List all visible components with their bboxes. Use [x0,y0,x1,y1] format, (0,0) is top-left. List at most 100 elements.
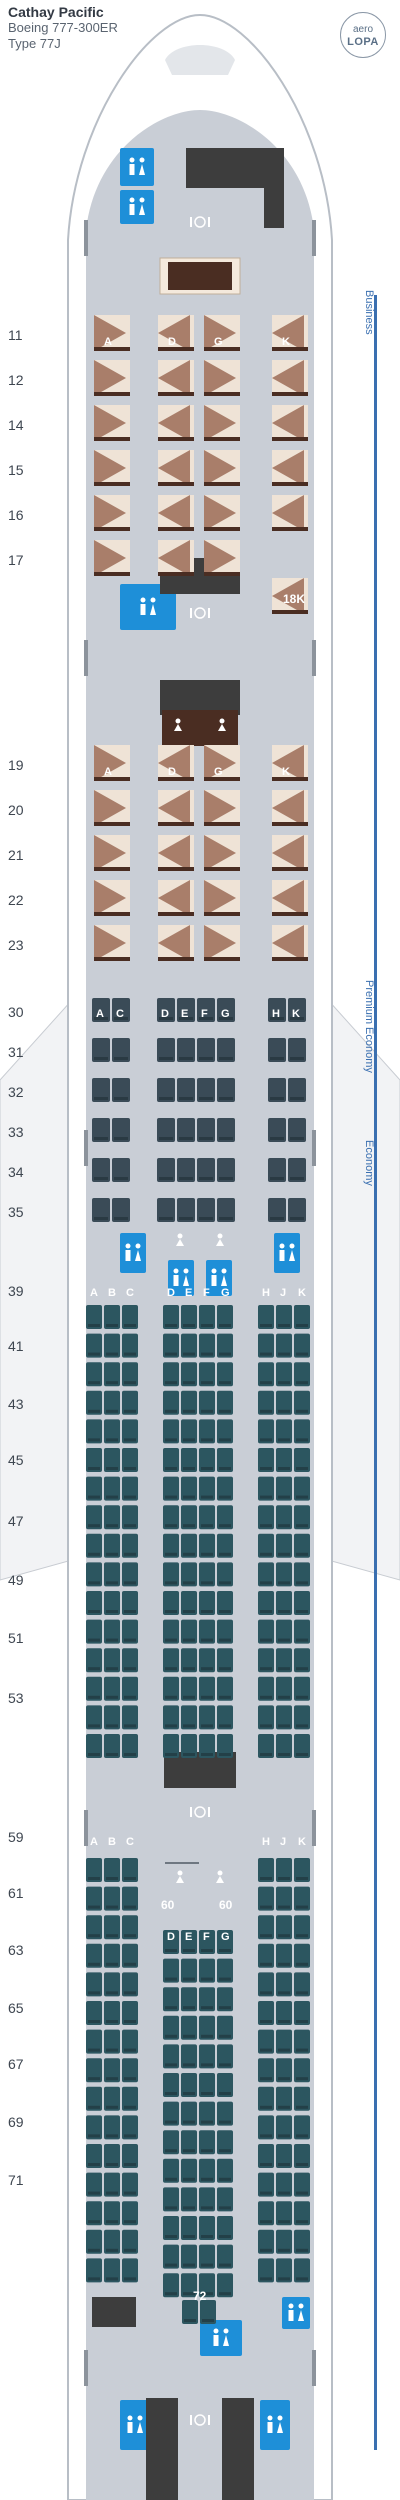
seat-23k[interactable] [272,925,308,961]
seat-20k[interactable] [272,790,308,826]
seat-17g[interactable] [204,540,240,576]
seat-19k[interactable] [272,745,308,781]
seat-e2-13k[interactable] [294,2229,310,2254]
seat-e2c-3e[interactable] [181,2015,197,2040]
seat-e1-14h[interactable] [258,1705,274,1730]
seat-e1-11d[interactable] [163,1619,179,1644]
seat-22k[interactable] [272,880,308,916]
seat-e1-10j[interactable] [276,1591,292,1615]
seat-20g[interactable] [204,790,240,826]
seat-e1-9j[interactable] [276,1562,292,1587]
seat-e2-5j[interactable] [276,2001,292,2025]
seat-e2c-11f[interactable] [199,2244,215,2269]
seat-e1-13d[interactable] [163,1676,179,1701]
seat-e2-2c[interactable] [122,1915,138,1940]
seat-32c[interactable] [112,1078,130,1102]
seat-e2c-9f[interactable] [199,2187,215,2212]
seat-e1-5a[interactable] [86,1448,102,1472]
seat-15d[interactable] [158,450,194,486]
seat-e1-7k[interactable] [294,1505,310,1530]
seat-16g[interactable] [204,495,240,531]
seat-e1-13f[interactable] [199,1676,215,1701]
seat-31d[interactable] [157,1038,175,1062]
seat-e1-15a[interactable] [86,1734,102,1758]
seat-e2-9j[interactable] [276,2115,292,2140]
seat-e72-0d[interactable] [182,2300,198,2324]
seat-e1-11j[interactable] [276,1619,292,1644]
seat-20d[interactable] [158,790,194,826]
seat-e1-15j[interactable] [276,1734,292,1758]
seat-e2-12c[interactable] [122,2201,138,2226]
seat-e1-4c[interactable] [122,1419,138,1444]
seat-34k[interactable] [288,1158,306,1182]
seat-e1-7h[interactable] [258,1505,274,1530]
seat-e2-1j[interactable] [276,1886,292,1911]
seat-e1-4g[interactable] [217,1419,233,1444]
seat-e1-6k[interactable] [294,1476,310,1501]
seat-e2-3a[interactable] [86,1943,102,1968]
seat-e2c-7f[interactable] [199,2130,215,2155]
seat-e2-9h[interactable] [258,2115,274,2140]
seat-31k[interactable] [288,1038,306,1062]
seat-e1-14b[interactable] [104,1705,120,1730]
seat-16a[interactable] [94,495,130,531]
seat-e1-5b[interactable] [104,1448,120,1472]
seat-e2-2k[interactable] [294,1915,310,1940]
seat-30e[interactable] [177,998,195,1022]
seat-e2c-5e[interactable] [181,2073,197,2097]
seat-e2-2j[interactable] [276,1915,292,1940]
seat-e1-10c[interactable] [122,1591,138,1615]
seat-e1-12k[interactable] [294,1648,310,1673]
seat-e1-6e[interactable] [181,1476,197,1501]
seat-e1-8h[interactable] [258,1533,274,1558]
seat-23g[interactable] [204,925,240,961]
seat-e2-11c[interactable] [122,2172,138,2197]
seat-32d[interactable] [157,1078,175,1102]
seat-e2c-3f[interactable] [199,2015,215,2040]
seat-e2-0h[interactable] [258,1858,274,1882]
seat-e1-13c[interactable] [122,1676,138,1701]
seat-e2c-5g[interactable] [217,2073,233,2097]
seat-e2-3b[interactable] [104,1943,120,1968]
seat-e1-1g[interactable] [217,1333,233,1358]
seat-e1-7a[interactable] [86,1505,102,1530]
seat-e1-13k[interactable] [294,1676,310,1701]
seat-e1-11b[interactable] [104,1619,120,1644]
seat-e2-3k[interactable] [294,1943,310,1968]
seat-e1-0a[interactable] [86,1305,102,1329]
seat-e2c-0d[interactable] [163,1930,179,1954]
seat-e2-1a[interactable] [86,1886,102,1911]
seat-e2-7b[interactable] [104,2058,120,2083]
seat-e2-14c[interactable] [122,2258,138,2283]
seat-21d[interactable] [158,835,194,871]
seat-e1-10f[interactable] [199,1591,215,1615]
seat-e1-6b[interactable] [104,1476,120,1501]
seat-12a[interactable] [94,360,130,396]
seat-e1-7d[interactable] [163,1505,179,1530]
seat-e1-7g[interactable] [217,1505,233,1530]
seat-e2-6a[interactable] [86,2029,102,2054]
seat-e2-10a[interactable] [86,2144,102,2168]
seat-e2c-1f[interactable] [199,1958,215,1983]
seat-e2c-0f[interactable] [199,1930,215,1954]
seat-e1-10g[interactable] [217,1591,233,1615]
seat-e2c-10f[interactable] [199,2216,215,2240]
seat-32f[interactable] [197,1078,215,1102]
seat-e2c-3g[interactable] [217,2015,233,2040]
seat-e1-6c[interactable] [122,1476,138,1501]
seat-e2c-6e[interactable] [181,2101,197,2126]
seat-e2-4b[interactable] [104,1972,120,1997]
seat-e2c-1e[interactable] [181,1958,197,1983]
seat-33k[interactable] [288,1118,306,1142]
seat-34a[interactable] [92,1158,110,1182]
seat-e2c-6d[interactable] [163,2101,179,2126]
seat-e1-11a[interactable] [86,1619,102,1644]
seat-e1-3e[interactable] [181,1390,197,1415]
seat-e1-8k[interactable] [294,1533,310,1558]
seat-e2-6c[interactable] [122,2029,138,2054]
seat-e1-1c[interactable] [122,1333,138,1358]
seat-e2-10h[interactable] [258,2144,274,2168]
seat-e1-7j[interactable] [276,1505,292,1530]
seat-e1-8j[interactable] [276,1533,292,1558]
seat-e1-10a[interactable] [86,1591,102,1615]
